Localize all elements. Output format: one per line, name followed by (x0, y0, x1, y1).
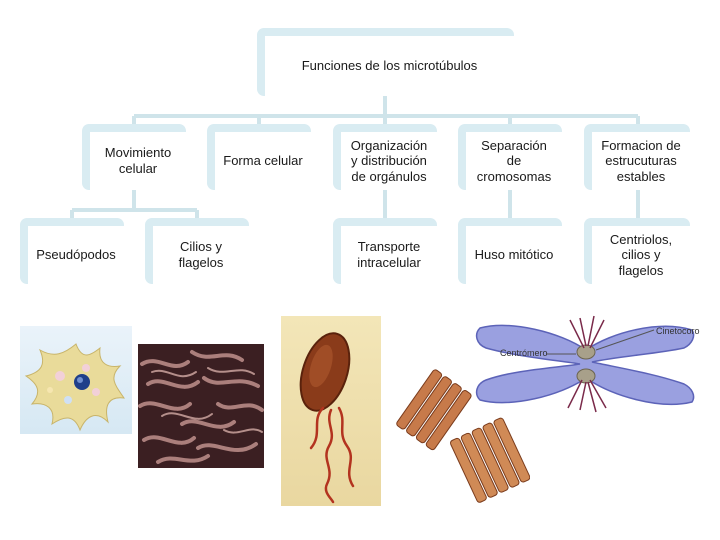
subitem-centriolos: Centriolos, cilios y flagelos (584, 218, 690, 284)
root-node: Funciones de los microtúbulos (257, 28, 514, 96)
subitem-huso-mitotico: Huso mitótico (458, 218, 562, 284)
function-movimiento-celular: Movimiento celular (82, 124, 186, 190)
subitem-cilios-flagelos: Cilios y flagelos (145, 218, 249, 284)
flagellated-bacterium-image (281, 316, 381, 506)
function-label: Forma celular (223, 153, 303, 169)
function-separacion-cromosomas: Separación de cromosomas (458, 124, 562, 190)
subitem-transporte-intracelular: Transporte intracelular (333, 218, 437, 284)
subitem-label: Centriolos, cilios y flagelos (609, 231, 673, 278)
subitem-label: Cilios y flagelos (178, 239, 224, 270)
function-forma-celular: Forma celular (207, 124, 311, 190)
function-label: Organización y distribución de orgánulos (350, 137, 428, 184)
subitem-label: Pseudópodos (36, 247, 116, 263)
root-label: Funciones de los microtúbulos (301, 58, 478, 74)
chromosome-kinetochore-image: Cinetocoro Centrómero (470, 312, 702, 416)
amoeba-pseudopod-image (20, 326, 132, 434)
centromere-label: Centrómero (500, 348, 548, 358)
subitem-label: Transporte intracelular (357, 239, 421, 270)
kinetochore-label: Cinetocoro (656, 326, 700, 336)
cilia-micrograph-image (138, 344, 264, 468)
function-label: Movimiento celular (104, 145, 172, 176)
function-label: Separación de cromosomas (476, 137, 552, 184)
subitem-label: Huso mitótico (474, 247, 554, 263)
function-label: Formacion de estrucuturas estables (601, 137, 681, 184)
function-formacion-estructuras: Formacion de estrucuturas estables (584, 124, 690, 190)
subitem-pseudopodos: Pseudópodos (20, 218, 124, 284)
microtubule-bundles-image (390, 360, 530, 510)
function-organizacion-organulos: Organización y distribución de orgánulos (333, 124, 437, 190)
